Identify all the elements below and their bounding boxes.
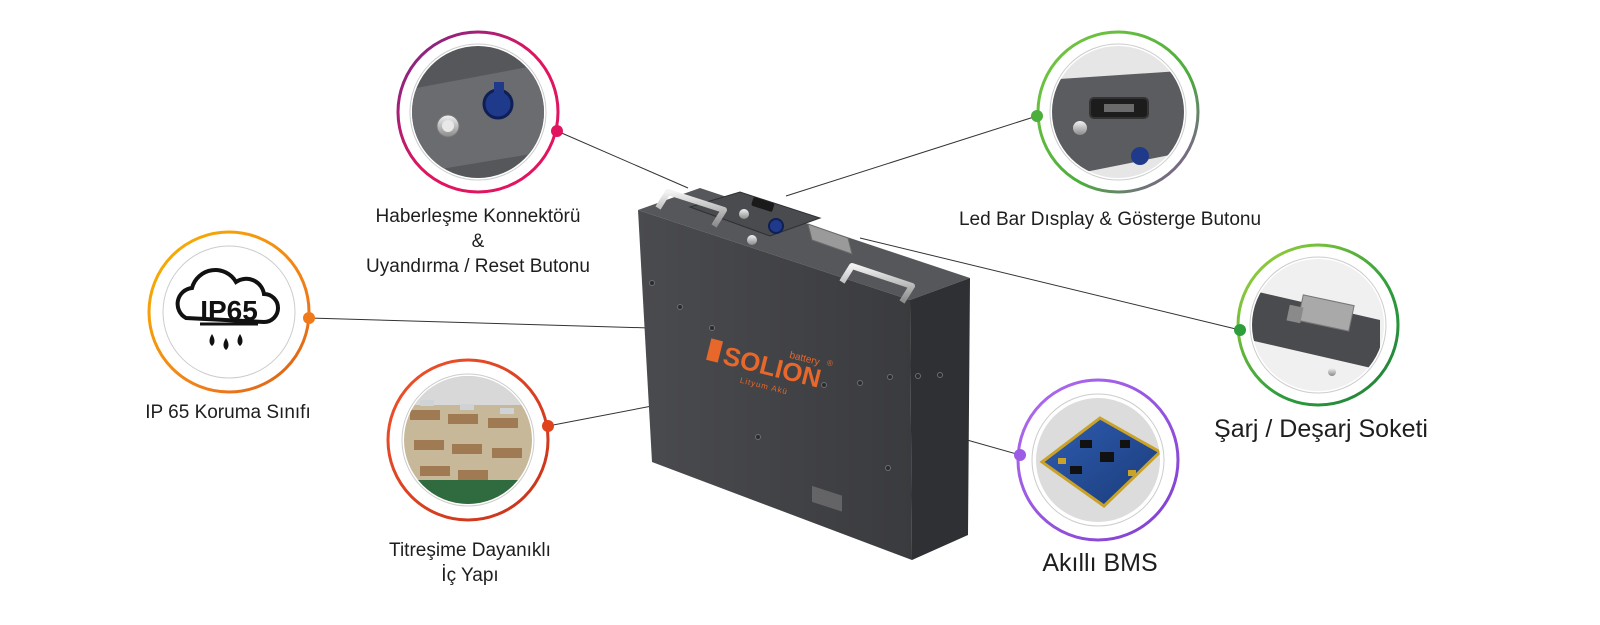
pointer-dot-socket [1234, 324, 1246, 336]
label-socket: Şarj / Deşarj Soketi [1196, 414, 1446, 444]
cell-busbars [410, 410, 522, 480]
cloud-icon [175, 268, 280, 325]
label-ip65-line-1: IP 65 Koruma Sınıfı [145, 402, 311, 423]
pointer-dot-ip65 [303, 312, 315, 324]
label-ip65: IP 65 Koruma Sınıfı [118, 400, 338, 425]
led-button [747, 235, 757, 245]
ip65-icon-text: IP65 [200, 295, 258, 326]
label-vibration-line-1: Titreşime Dayanıklı [389, 540, 551, 561]
pointer-dot-vibration [542, 420, 554, 432]
charge-socket-block [812, 485, 842, 512]
label-comm-line-2: & [471, 231, 485, 252]
label-vibration: Titreşime Dayanıklı İç Yapı [360, 538, 580, 588]
battery-side-face [910, 278, 970, 560]
label-comm: Haberleşme Konnektörü & Uyandırma / Rese… [342, 204, 614, 279]
label-led: Led Bar Dısplay & Gösterge Butonu [930, 207, 1290, 232]
comm-connector [768, 218, 784, 234]
feature-circle-ip65: IP65 [147, 230, 315, 394]
logo-registered: ® [826, 358, 834, 368]
feature-circle-vibration [386, 358, 554, 522]
logo-mark [706, 338, 724, 363]
label-vibration-line-2: İç Yapı [441, 565, 499, 586]
battery-top-panel [688, 191, 822, 237]
pointer-dot-comm [551, 125, 563, 137]
feature-circle-led [1031, 30, 1200, 194]
connector-line-led [785, 115, 1038, 197]
pointer-dot-led [1031, 110, 1043, 122]
battery-front-face [638, 210, 912, 560]
connector-lines [308, 115, 1241, 456]
connector-line-comm [556, 130, 689, 189]
label-bms: Akıllı BMS [1010, 548, 1190, 578]
led-bar-display [751, 197, 775, 212]
handle-right [839, 263, 915, 304]
handle-left [655, 189, 727, 228]
label-comm-line-1: Haberleşme Konnektörü [375, 206, 581, 227]
battery-illustration: SOLION battery ® Lityum Akü [638, 188, 970, 560]
feature-circle-bms [1014, 378, 1180, 542]
connector-line-vibration [547, 405, 653, 427]
connector-line-ip65 [308, 317, 651, 329]
label-socket-line-1: Şarj / Deşarj Soketi [1214, 415, 1428, 443]
water-drops-icon [209, 334, 243, 350]
battery-screws [649, 280, 943, 471]
feature-circle-socket [1234, 243, 1400, 407]
label-comm-line-3: Uyandırma / Reset Butonu [366, 256, 590, 277]
feature-circle-comm [396, 30, 563, 194]
reset-button [739, 209, 749, 219]
connector-line-bms [959, 437, 1021, 456]
label-bms-line-1: Akıllı BMS [1042, 549, 1158, 577]
charge-socket [807, 223, 853, 255]
connector-line-socket [859, 237, 1241, 331]
label-led-line-1: Led Bar Dısplay & Gösterge Butonu [958, 209, 1262, 230]
pointer-dot-bms [1014, 449, 1026, 461]
